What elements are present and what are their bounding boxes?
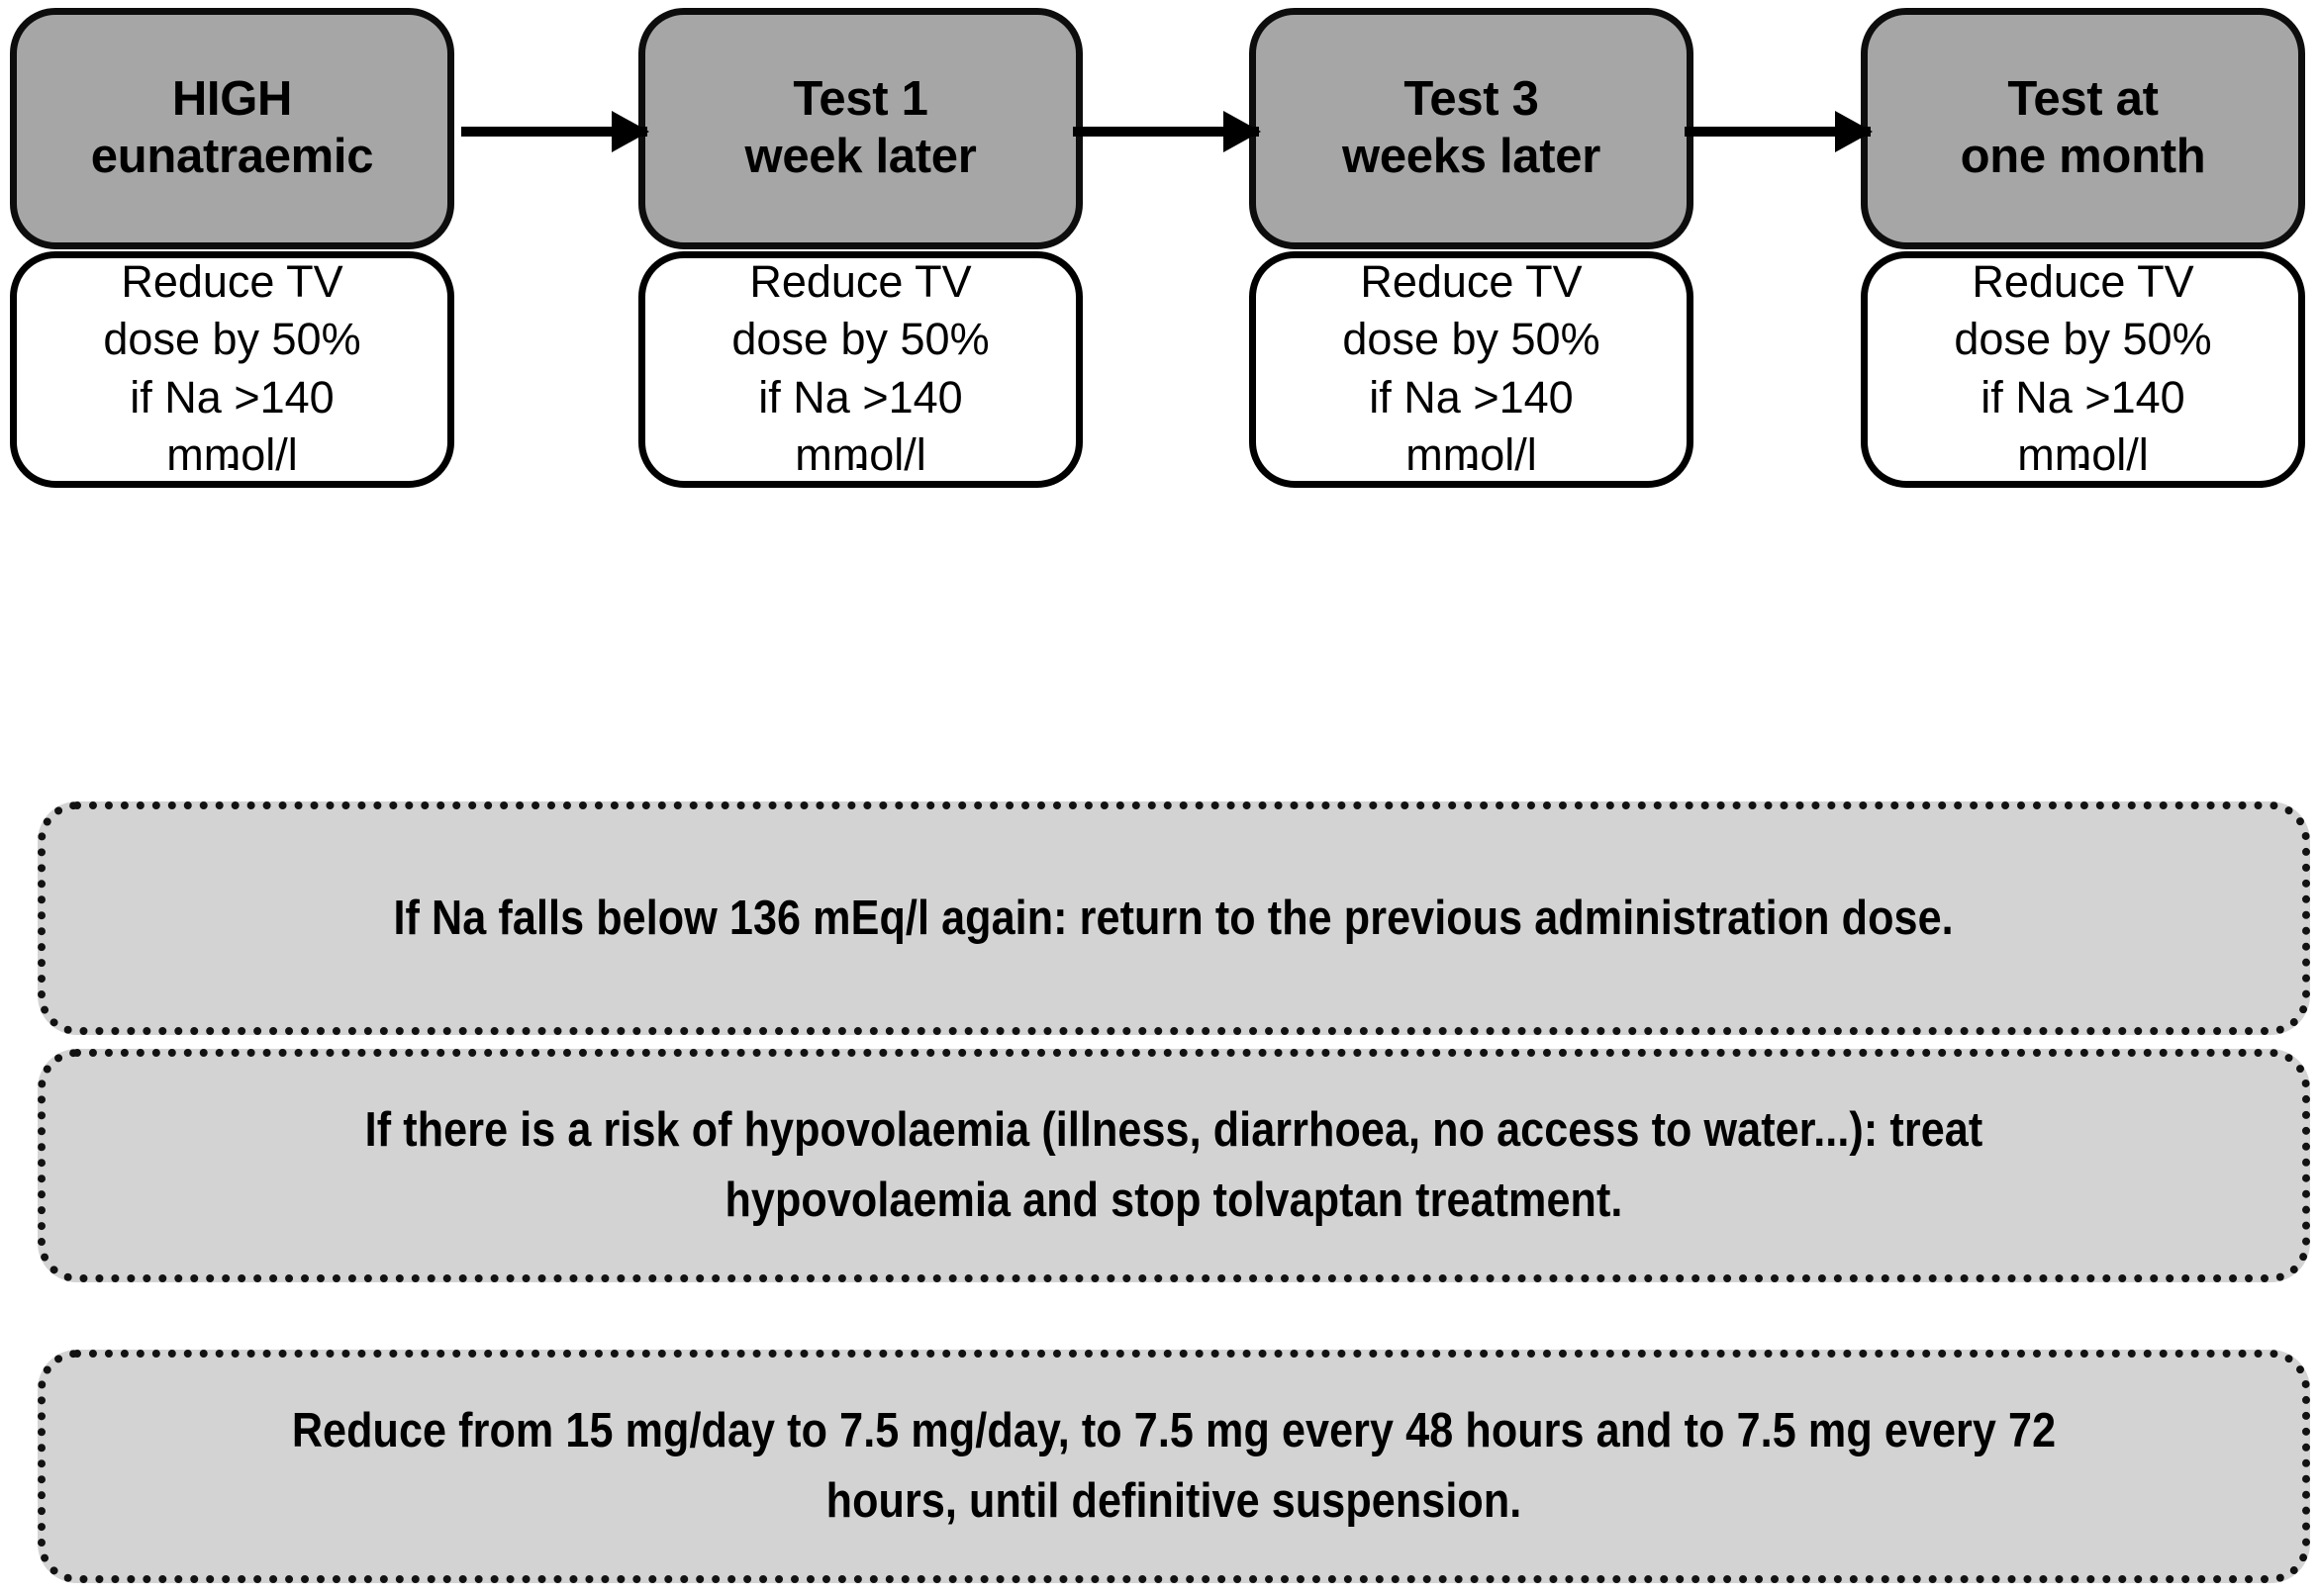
stage-column-3: Test 3 weeks later Reduce TV dose by 50%… [1249,8,1693,488]
stage-column-2: Test 1 week later Reduce TV dose by 50% … [638,8,1083,488]
stage-body-4[interactable]: Reduce TV dose by 50% if Na >140 mmol/l [1861,251,2305,488]
note-panel-1: If Na falls below 136 mEq/l again: retur… [38,801,2310,1035]
stage-body-label-2: Reduce TV dose by 50% if Na >140 mmol/l [731,255,990,480]
arrow-head [1835,111,1873,152]
note-panel-3: Reduce from 15 mg/day to 7.5 mg/day, to … [38,1350,2310,1583]
stage-header-4[interactable]: Test at one month [1861,8,2305,249]
stage-header-label-2: Test 1 week later [744,72,977,183]
stage-header-label-1: HIGH eunatraemic [90,72,374,183]
stage-row: HIGH eunatraemic Reduce TV dose by 50% i… [0,0,2319,752]
stage-column-1: HIGH eunatraemic Reduce TV dose by 50% i… [10,8,454,488]
stage-header-1[interactable]: HIGH eunatraemic [10,8,454,249]
note-panel-text-1: If Na falls below 136 mEq/l again: retur… [393,891,1955,945]
stage-header-label-4: Test at one month [1960,72,2206,183]
stage-body-3[interactable]: Reduce TV dose by 50% if Na >140 mmol/l [1249,251,1693,488]
tick-mark-icon [856,464,865,468]
arrow-head [612,111,649,152]
stage-header-3[interactable]: Test 3 weeks later [1249,8,1693,249]
arrow-head [1223,111,1261,152]
stage-body-2[interactable]: Reduce TV dose by 50% if Na >140 mmol/l [638,251,1083,488]
stage-body-label-3: Reduce TV dose by 50% if Na >140 mmol/l [1342,255,1600,480]
tick-mark-icon [1467,464,1476,468]
note-panel-2: If there is a risk of hypovolaemia (illn… [38,1049,2310,1282]
arrow-shaft [1073,127,1259,137]
stage-column-4: Test at one month Reduce TV dose by 50% … [1861,8,2305,488]
tick-mark-icon [2078,464,2087,468]
stage-body-label-4: Reduce TV dose by 50% if Na >140 mmol/l [1954,255,2212,480]
note-panel-text-2: If there is a risk of hypovolaemia (illn… [364,1103,1983,1227]
arrow-shaft [461,127,647,137]
arrow-right-icon-3 [1685,111,1873,152]
stage-body-label-1: Reduce TV dose by 50% if Na >140 mmol/l [103,255,361,480]
note-panel-text-3: Reduce from 15 mg/day to 7.5 mg/day, to … [291,1404,2057,1528]
arrow-shaft [1685,127,1871,137]
arrow-right-icon-1 [461,111,649,152]
stage-header-label-3: Test 3 weeks later [1342,72,1600,183]
stage-header-2[interactable]: Test 1 week later [638,8,1083,249]
tick-mark-icon [228,464,237,468]
stage-body-1[interactable]: Reduce TV dose by 50% if Na >140 mmol/l [10,251,454,488]
arrow-right-icon-2 [1073,111,1261,152]
